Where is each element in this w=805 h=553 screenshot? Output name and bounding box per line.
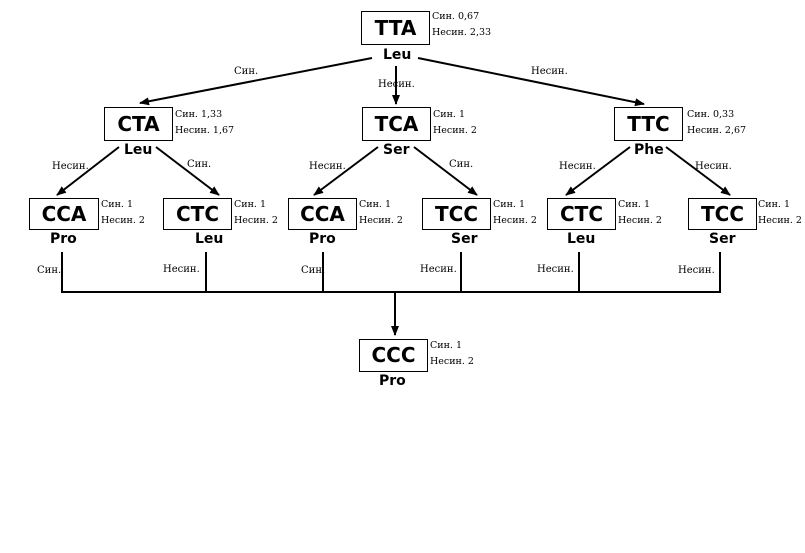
- edge-label-root-ttc: Несин.: [531, 66, 568, 77]
- nonsyn-value: Несин. 2: [618, 215, 662, 226]
- codon-box: TCA: [362, 107, 431, 141]
- amino-acid-label: Leu: [195, 231, 224, 247]
- edge-label-ttc-ctc: Несин.: [559, 161, 596, 172]
- nonsyn-value: Несин. 2: [493, 215, 537, 226]
- edge-label-ttc-tcc: Несин.: [695, 161, 732, 172]
- nonsyn-value: Несин. 2,33: [432, 27, 492, 38]
- edge-label-tca-cca: Несин.: [309, 161, 346, 172]
- codon-box: CTC: [547, 198, 616, 230]
- nonsyn-value: Несин. 2: [234, 215, 278, 226]
- amino-acid-label: Pro: [379, 373, 406, 389]
- codon-box: TTA: [361, 11, 430, 45]
- codon-box: CTC: [163, 198, 232, 230]
- codon-box: CCA: [288, 198, 357, 230]
- amino-acid-label: Leu: [567, 231, 596, 247]
- nonsyn-value: Несин. 2,67: [687, 125, 747, 136]
- syn-value: Син. 1: [234, 199, 267, 210]
- edge-label-root-tca: Несин.: [378, 79, 415, 90]
- codon-box: TTC: [614, 107, 683, 141]
- amino-acid-label: Leu: [383, 47, 412, 63]
- edge-tca-tcc: [413, 146, 478, 196]
- amino-acid-label: Phe: [634, 142, 664, 158]
- syn-value: Син. 1: [618, 199, 651, 210]
- syn-value: Син. 1: [758, 199, 791, 210]
- edge-cta-cca: [56, 146, 120, 196]
- syn-value: Син. 0,33: [687, 109, 735, 120]
- codon-box: CCC: [359, 339, 428, 372]
- edge-label-tca-tcc: Син.: [449, 159, 474, 170]
- codon-box: CTA: [104, 107, 173, 141]
- nonsyn-value: Несин. 2: [758, 215, 802, 226]
- nonsyn-value: Несин. 2: [430, 356, 474, 367]
- syn-value: Син. 1: [433, 109, 466, 120]
- syn-value: Син. 0,67: [432, 11, 480, 22]
- edge-cta-ctc: [155, 146, 220, 196]
- edge-label-tcc1-ccc: Несин.: [420, 264, 457, 275]
- codon-box: CCA: [29, 198, 99, 230]
- edge-label-cta-cca: Несин.: [52, 161, 89, 172]
- codon-box: TCC: [688, 198, 757, 230]
- edge-root-ttc: [417, 57, 645, 107]
- amino-acid-label: Ser: [709, 231, 736, 247]
- amino-acid-label: Leu: [124, 142, 153, 158]
- codon-box: TCC: [422, 198, 491, 230]
- nonsyn-value: Несин. 1,67: [175, 125, 235, 136]
- edge-label-tcc2-ccc: Несин.: [678, 265, 715, 276]
- syn-value: Син. 1,33: [175, 109, 223, 120]
- syn-value: Син. 1: [430, 340, 463, 351]
- edge-label-ctc1-ccc: Несин.: [163, 264, 200, 275]
- amino-acid-label: Pro: [309, 231, 336, 247]
- edge-root-cta: [139, 57, 373, 106]
- edge-ttc-tcc: [665, 146, 731, 196]
- nonsyn-value: Несин. 2: [359, 215, 403, 226]
- syn-value: Син. 1: [359, 199, 392, 210]
- edge-label-ctc2-ccc: Несин.: [537, 264, 574, 275]
- edge-tca-cca: [313, 146, 379, 196]
- syn-value: Син. 1: [101, 199, 134, 210]
- edge-label-cca1-ccc: Син.: [37, 265, 62, 276]
- nonsyn-value: Несин. 2: [101, 215, 145, 226]
- nonsyn-value: Несин. 2: [433, 125, 477, 136]
- edge-label-cta-ctc: Син.: [187, 159, 212, 170]
- edge-ttc-ctc: [565, 146, 631, 196]
- amino-acid-label: Ser: [451, 231, 478, 247]
- amino-acid-label: Ser: [383, 142, 410, 158]
- edge-label-root-cta: Син.: [234, 66, 259, 77]
- edge-label-cca2-ccc: Син.: [301, 265, 326, 276]
- amino-acid-label: Pro: [50, 231, 77, 247]
- syn-value: Син. 1: [493, 199, 526, 210]
